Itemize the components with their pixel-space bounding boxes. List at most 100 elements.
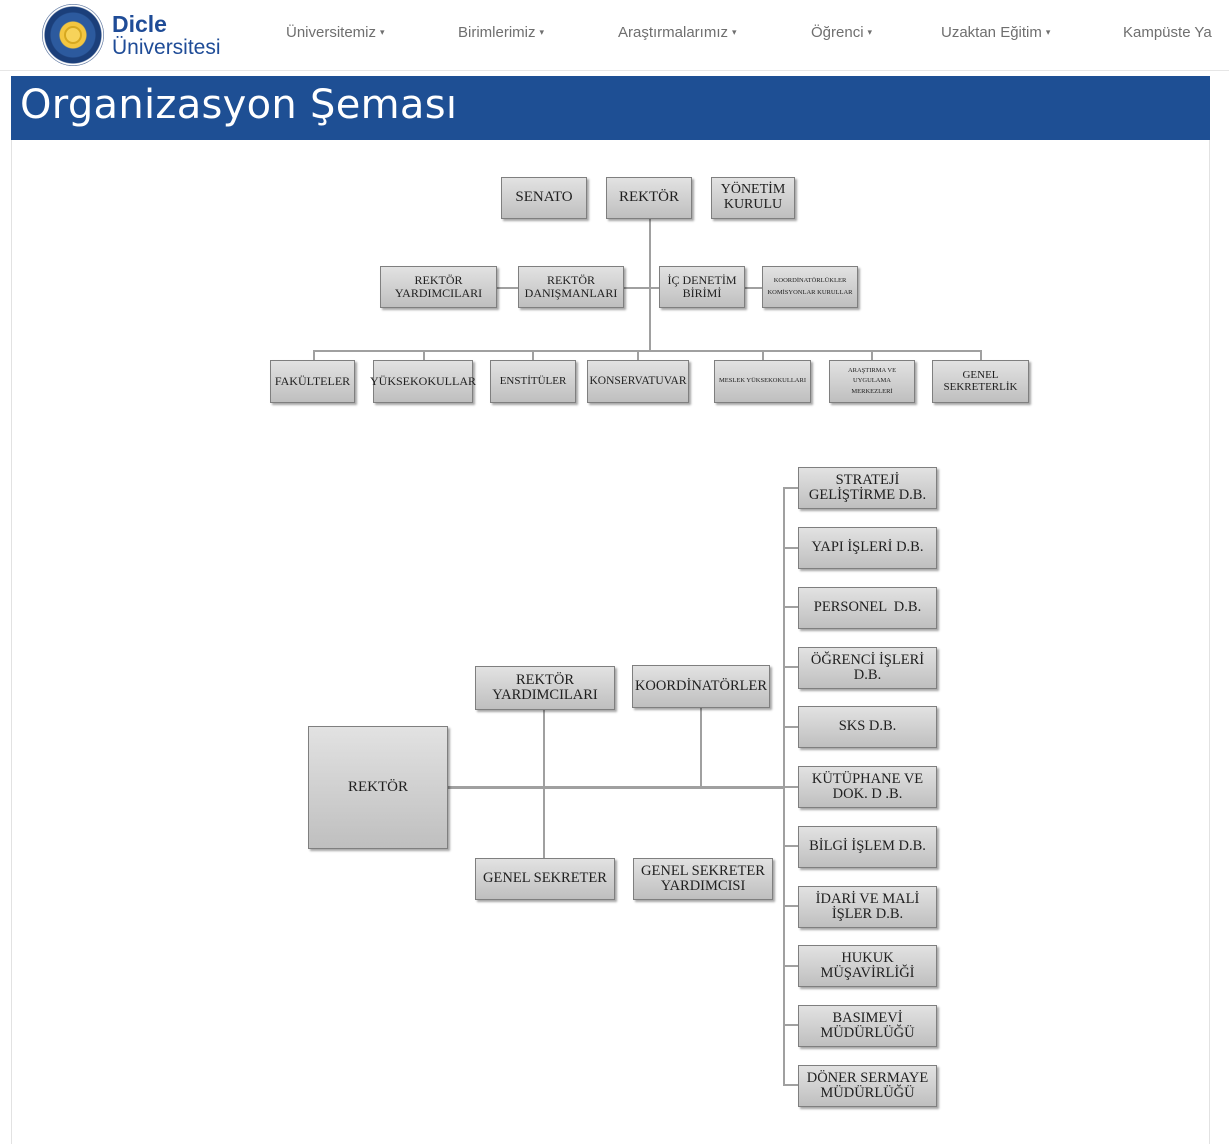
connector-line <box>783 1084 798 1086</box>
nav-item-label: Öğrenci <box>811 24 864 41</box>
org-box-label: REKTÖR <box>348 778 408 795</box>
nav-item-label: Kampüste Ya <box>1123 24 1212 41</box>
connector-line <box>871 350 873 360</box>
org-box-ogrenci-isleri: ÖĞRENCİ İŞLERİ D.B. <box>798 647 937 689</box>
org-box-rektor: REKTÖR <box>606 177 692 219</box>
org-box-label: MESLEK YÜKSEKOKULLARI <box>719 377 806 385</box>
nav-item-label: Uzaktan Eğitim <box>941 24 1042 41</box>
org-box-enstituler: ENSTİTÜLER <box>490 360 576 403</box>
nav-item-label: Araştırmalarımız <box>618 24 729 41</box>
org-box-basimevi: BASIMEVİ MÜDÜRLÜĞÜ <box>798 1005 937 1047</box>
org-box-label: YÜKSEKOKULLAR <box>370 374 476 389</box>
org-box-rektor-yardimcilari: REKTÖR YARDIMCILARI <box>380 266 497 308</box>
org-box-label: HUKUK MÜŞAVİRLİĞİ <box>820 949 915 981</box>
org-box-genel-sekreterlik: GENEL SEKRETERLİK <box>932 360 1029 403</box>
org-box-label: REKTÖR YARDIMCILARI <box>492 671 598 703</box>
connector-line <box>637 350 639 360</box>
connector-line <box>762 350 764 360</box>
org-box-label: GENEL SEKRETER <box>483 870 607 887</box>
org-box-ic-denetim-birimi: İÇ DENETİM BİRİMİ <box>659 266 745 308</box>
org-box-genel-sekreter-yardimcisi: GENEL SEKRETER YARDIMCISI <box>633 858 773 900</box>
nav-item-birimlerimiz[interactable]: Birimlerimiz▾ <box>458 24 544 41</box>
org-box-label: SKS D.B. <box>838 718 897 735</box>
org-box-label: STRATEJİ GELİŞTİRME D.B. <box>808 471 927 503</box>
top-navbar: Dicle Üniversitesi Üniversitemiz▾ Biriml… <box>0 0 1229 71</box>
org-box-label: ÖĞRENCİ İŞLERİ D.B. <box>810 651 925 683</box>
org-box-personel: PERSONEL D.B. <box>798 587 937 629</box>
org-box-rektor-yardimcilari-2: REKTÖR YARDIMCILARI <box>475 666 615 710</box>
connector-line <box>624 287 659 289</box>
nav-item-uzaktan-egitim[interactable]: Uzaktan Eğitim▾ <box>941 24 1050 41</box>
connector-line <box>783 547 798 549</box>
org-box-label: ENSTİTÜLER <box>499 374 567 387</box>
connector-line <box>543 710 545 858</box>
org-box-label: ARAŞTIRMA VE UYGULAMA MERKEZLERİ <box>847 366 897 395</box>
org-box-arastirma-merkezleri: ARAŞTIRMA VE UYGULAMA MERKEZLERİ <box>829 360 915 403</box>
connector-line <box>783 726 798 728</box>
org-box-koordinatorlukler: KOORDİNATÖRLÜKLER KOMİSYONLAR KURULLAR <box>762 266 858 308</box>
connector-line <box>700 708 702 786</box>
nav-item-label: Birimlerimiz <box>458 24 536 41</box>
org-box-sks: SKS D.B. <box>798 706 937 748</box>
org-box-label: SENATO <box>515 189 573 206</box>
org-box-label: YÖNETİM KURULU <box>720 182 786 212</box>
page-title: Organizasyon Şeması <box>20 82 458 128</box>
connector-line <box>783 845 798 847</box>
org-box-label: BİLGİ İŞLEM D.B. <box>809 838 926 855</box>
org-box-label: GENEL SEKRETER YARDIMCISI <box>641 862 765 894</box>
page-title-band: Organizasyon Şeması <box>11 76 1210 140</box>
brand-logo-link[interactable]: Dicle Üniversitesi <box>42 4 242 66</box>
org-box-doner-sermaye: DÖNER SERMAYE MÜDÜRLÜĞÜ <box>798 1065 937 1107</box>
connector-line <box>532 350 534 360</box>
org-box-label: GENEL SEKRETERLİK <box>943 368 1018 393</box>
org-box-label: PERSONEL D.B. <box>813 599 922 616</box>
caret-down-icon: ▾ <box>1045 27 1051 37</box>
connector-line <box>783 965 798 967</box>
connector-line <box>783 1024 798 1026</box>
org-box-meslek-yuksekokullari: MESLEK YÜKSEKOKULLARI <box>714 360 811 403</box>
org-box-label: DÖNER SERMAYE MÜDÜRLÜĞÜ <box>806 1069 929 1101</box>
org-box-bilgi-islem: BİLGİ İŞLEM D.B. <box>798 826 937 868</box>
org-box-label: KONSERVATUVAR <box>589 375 687 388</box>
connector-line <box>783 666 798 668</box>
connector-line <box>313 350 982 352</box>
org-box-yapi-isleri: YAPI İŞLERİ D.B. <box>798 527 937 569</box>
brand-name-line1: Dicle <box>112 11 167 37</box>
nav-item-ogrenci[interactable]: Öğrenci▾ <box>811 24 872 41</box>
connector-line <box>980 350 982 360</box>
org-box-label: FAKÜLTELER <box>274 374 351 389</box>
org-box-senato: SENATO <box>501 177 587 219</box>
org-box-label: BASIMEVİ MÜDÜRLÜĞÜ <box>820 1009 915 1041</box>
university-seal-icon <box>42 4 104 66</box>
nav-item-kampuste-yasam[interactable]: Kampüste Ya <box>1123 24 1212 41</box>
connector-line <box>447 786 785 789</box>
org-box-strateji-gelistirme: STRATEJİ GELİŞTİRME D.B. <box>798 467 937 509</box>
org-box-label: İDARİ VE MALİ İŞLER D.B. <box>815 890 920 922</box>
org-box-label: YAPI İŞLERİ D.B. <box>811 539 924 556</box>
org-box-idari-mali-isler: İDARİ VE MALİ İŞLER D.B. <box>798 886 937 928</box>
connector-line <box>313 350 315 360</box>
nav-item-universitemiz[interactable]: Üniversitemiz▾ <box>286 24 385 41</box>
org-box-genel-sekreter: GENEL SEKRETER <box>475 858 615 900</box>
org-box-kutuphane: KÜTÜPHANE VE DOK. D .B. <box>798 766 937 808</box>
org-box-koordinatorler: KOORDİNATÖRLER <box>632 665 770 708</box>
nav-item-label: Üniversitemiz <box>286 24 377 41</box>
connector-line <box>497 287 518 289</box>
caret-down-icon: ▾ <box>380 27 385 37</box>
org-box-label: KOORDİNATÖRLER <box>634 677 768 694</box>
caret-down-icon: ▾ <box>732 27 737 37</box>
content-frame <box>11 140 1210 1144</box>
org-box-yonetim-kurulu: YÖNETİM KURULU <box>711 177 795 219</box>
connector-line <box>783 487 798 489</box>
org-box-label: KOORDİNATÖRLÜKLER KOMİSYONLAR KURULLAR <box>767 277 853 296</box>
org-box-rektor-danismanlari: REKTÖR DANIŞMANLARI <box>518 266 624 308</box>
connector-line <box>783 786 798 788</box>
org-box-label: REKTÖR YARDIMCILARI <box>394 273 483 300</box>
org-box-yuksekokullar: YÜKSEKOKULLAR <box>370 360 476 403</box>
org-box-konservatuvar: KONSERVATUVAR <box>587 360 689 403</box>
nav-item-arastirmalarimiz[interactable]: Araştırmalarımız▾ <box>618 24 737 41</box>
org-box-rektor-root: REKTÖR <box>308 726 448 849</box>
connector-line <box>649 219 651 351</box>
connector-line <box>423 350 425 360</box>
